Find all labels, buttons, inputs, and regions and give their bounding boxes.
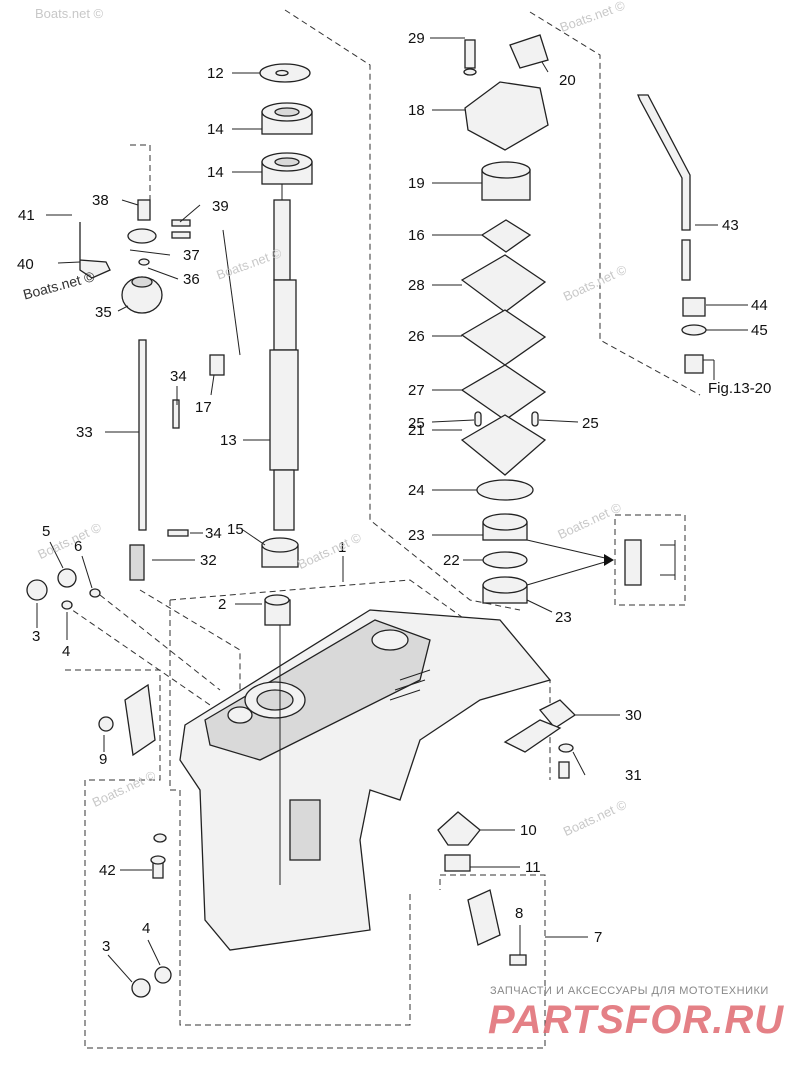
- shift-rod-parts: [79, 199, 225, 537]
- watermark: Boats.net ©: [21, 268, 97, 303]
- callout-label: 40: [17, 256, 34, 273]
- oil-seal-15: [261, 537, 299, 568]
- water-tube: [637, 94, 707, 374]
- callout-label: 32: [200, 552, 217, 569]
- brand-logo: PARTSFOR.RU: [488, 998, 785, 1042]
- callout-label: Fig.13-20: [708, 380, 771, 397]
- bearing-upper: [261, 102, 313, 135]
- leader-lines: [36, 37, 748, 983]
- pinion-gear: [437, 811, 481, 872]
- callout-label: 41: [18, 207, 35, 224]
- callout-label: 24: [408, 482, 425, 499]
- callout-label: 3: [102, 938, 110, 955]
- lower-casing: [179, 609, 552, 951]
- watermark: Boats.net ©: [561, 797, 629, 840]
- callout-label: 5: [42, 523, 50, 540]
- callout-label: 45: [751, 322, 768, 339]
- watermark: Boats.net ©: [35, 6, 104, 21]
- seal-detail: [624, 539, 676, 586]
- callout-label: 22: [443, 552, 460, 569]
- callout-label: 33: [76, 424, 93, 441]
- brand-subtitle: ЗАПЧАСТИ И АКСЕССУАРЫ ДЛЯ МОТОТЕХНИКИ: [490, 985, 769, 997]
- callout-label: 36: [183, 271, 200, 288]
- callout-label: 21: [408, 422, 425, 439]
- callout-label: 43: [722, 217, 739, 234]
- watermark: Boats.net ©: [558, 0, 628, 35]
- trim-tab: [503, 699, 577, 779]
- callout-label: 1: [338, 539, 346, 556]
- needle-bearing: [264, 594, 291, 626]
- callout-label: 34: [170, 368, 187, 385]
- water-pump: [460, 34, 549, 604]
- callout-label: 23: [408, 527, 425, 544]
- callout-label: 25: [408, 415, 425, 432]
- callout-label: 7: [594, 929, 602, 946]
- callout-label: 14: [207, 121, 224, 138]
- arrows: [604, 554, 614, 566]
- anode-9: [98, 683, 156, 757]
- callout-label: 31: [625, 767, 642, 784]
- callout-label: 8: [515, 905, 523, 922]
- watermark: Boats.net ©: [90, 767, 158, 810]
- callout-label: 25: [582, 415, 599, 432]
- watermark: Boats.net ©: [561, 262, 629, 305]
- callout-label: 26: [408, 328, 425, 345]
- callout-label: 30: [625, 707, 642, 724]
- callout-label: 20: [559, 72, 576, 89]
- shift-rod: [138, 339, 147, 531]
- dashed-outlines: [64, 9, 701, 1049]
- callout-label: 15: [227, 521, 244, 538]
- callout-label: 38: [92, 192, 109, 209]
- callout-label: 44: [751, 297, 768, 314]
- watermark: Boats.net ©: [555, 499, 623, 542]
- callout-label: 29: [408, 30, 425, 47]
- watermark: Boats.net ©: [295, 529, 363, 572]
- bolts-42: [150, 833, 167, 879]
- grommets: [26, 568, 101, 610]
- callout-label: 18: [408, 102, 425, 119]
- callout-label: 2: [218, 596, 226, 613]
- callout-label: 17: [195, 399, 212, 416]
- callout-label: 35: [95, 304, 112, 321]
- callout-label: 12: [207, 65, 224, 82]
- callout-label: 39: [212, 198, 229, 215]
- callout-label: 28: [408, 277, 425, 294]
- callout-label: 14: [207, 164, 224, 181]
- callout-labels: 12 14 14 38 39 41 37 40 36 35 17 34 33 1…: [17, 30, 771, 955]
- callout-label: 27: [408, 382, 425, 399]
- callout-label: 13: [220, 432, 237, 449]
- callout-label: 4: [142, 920, 150, 937]
- callout-label: 16: [408, 227, 425, 244]
- callout-label: 23: [555, 609, 572, 626]
- callout-label: 37: [183, 247, 200, 264]
- callout-label: 3: [32, 628, 40, 645]
- shift-cam: [129, 544, 145, 581]
- lower-grommets: [131, 966, 172, 998]
- callout-label: 19: [408, 175, 425, 192]
- callout-label: 11: [525, 859, 541, 876]
- callout-label: 34: [205, 525, 222, 542]
- callout-label: 6: [74, 538, 82, 555]
- callout-label: 9: [99, 751, 107, 768]
- anode-7: [467, 889, 527, 966]
- drive-shaft: [269, 180, 299, 531]
- callout-label: 4: [62, 643, 70, 660]
- callout-label: 10: [520, 822, 537, 839]
- bearing-lower: [261, 152, 313, 185]
- callout-label: 42: [99, 862, 116, 879]
